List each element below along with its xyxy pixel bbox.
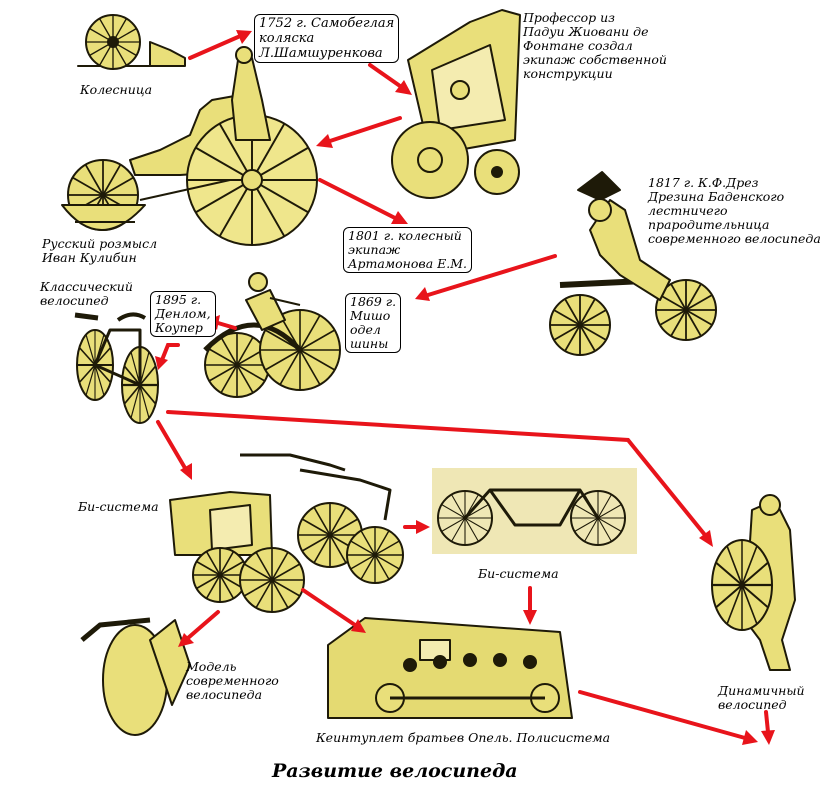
- fontana-vehicle-illustration: [391, 9, 521, 199]
- arrow-chariot-to-shamshurenkov: [188, 30, 252, 60]
- arrow-tandem-to-quintuplet: [523, 586, 537, 625]
- label-opel: Кеинтуплет братьев Опель. Полисистема: [316, 730, 611, 745]
- tandem-bicycle-illustration: [432, 468, 637, 554]
- arrow-shamshurenkov-to-fontana: [368, 63, 412, 95]
- label-fontana: Профессор из Падуи Жиовани де Фонтане со…: [523, 10, 667, 81]
- dynamic-bicycle-illustration: [712, 494, 796, 671]
- arrow-quintuplet-to-dynamic: [578, 690, 758, 745]
- tricycle-group-illustration: [169, 453, 403, 612]
- label-kulibin: Русский розмысл Иван Кулибин: [42, 236, 158, 265]
- modern-bicycle-illustration: [80, 617, 191, 736]
- arrow-kulibin-to-artamonov: [318, 178, 408, 224]
- label-dynamic: Динамичный велосипед: [718, 683, 805, 712]
- arrow-denlom-to-classic: [155, 343, 180, 370]
- quintuplet-illustration: [327, 617, 573, 719]
- arrow-draisine-to-michaux: [415, 254, 557, 301]
- label-bisystem-2: Би-система: [478, 566, 559, 581]
- label-chariot: Колесница: [80, 82, 153, 97]
- arrow-classic-to-bisystem: [156, 420, 192, 480]
- kulibin-carriage-illustration: [62, 46, 317, 245]
- label-artamonov: 1801 г. колесный экипаж Артамонова Е.М.: [343, 227, 472, 273]
- diagram-title: Развитие велосипеда: [272, 760, 518, 782]
- arrow-into-dynamic: [761, 710, 775, 745]
- arrow-bisystem-to-tandem: [403, 520, 430, 534]
- classic-bicycle-illustration: [75, 314, 158, 423]
- label-modern: Модель современного велосипеда: [186, 659, 279, 702]
- chariot-illustration: [78, 15, 186, 69]
- draisine-illustration: [550, 171, 716, 355]
- arrow-classic-to-dynamic: [166, 410, 713, 547]
- label-michaux: 1869 г. Мишо одел шины: [345, 293, 402, 353]
- michaux-velocipede-illustration: [205, 272, 340, 397]
- arrow-bisystem-to-modern: [178, 610, 220, 647]
- arrow-fontana-to-kulibin: [316, 116, 402, 148]
- arrow-bisystem-to-quintuplet: [301, 588, 366, 633]
- label-denlom: 1895 г. Денлом, Коупер: [150, 291, 216, 337]
- label-shamshurenkov: 1752 г. Самобеглая коляска Л.Шамшуренков…: [254, 14, 400, 63]
- label-bisystem-1: Би-система: [78, 499, 159, 514]
- label-classic: Классический велосипед: [40, 279, 133, 308]
- label-drais: 1817 г. К.Ф.Дрез Дрезина Баденского лест…: [648, 175, 821, 246]
